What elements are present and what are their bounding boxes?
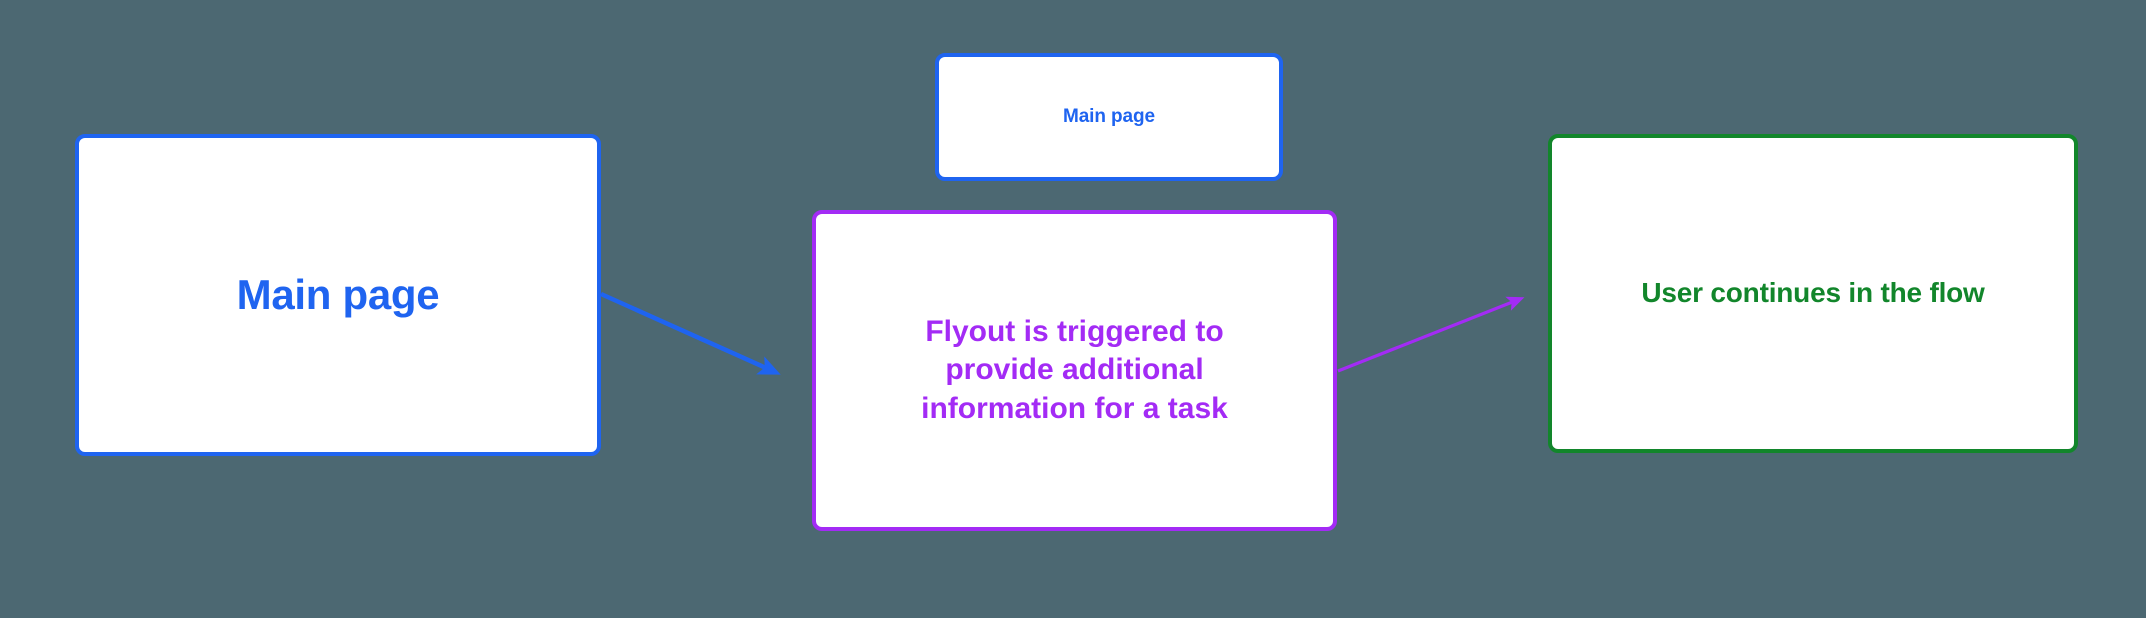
node-main-page-large-label: Main page xyxy=(236,271,440,319)
node-main-page-small-label: Main page xyxy=(1062,106,1155,128)
node-user-continues[interactable]: User continues in the flow xyxy=(1548,134,2078,453)
node-flyout-label: Flyout is triggered to provide additiona… xyxy=(921,313,1228,428)
node-flyout-label-line-2: provide additional xyxy=(945,353,1204,387)
arrow-flyout-to-user-continues xyxy=(1337,296,1525,373)
node-user-continues-label: User continues in the flow xyxy=(1641,277,1985,309)
node-flyout-label-line-1: Flyout is triggered to xyxy=(925,314,1224,348)
node-main-page-small[interactable]: Main page xyxy=(935,53,1283,181)
node-main-page-large[interactable]: Main page xyxy=(75,134,601,456)
node-flyout-label-line-3: information for a task xyxy=(921,391,1228,425)
arrow-main-page-to-flyout xyxy=(600,291,781,375)
node-flyout[interactable]: Flyout is triggered to provide additiona… xyxy=(812,210,1337,531)
